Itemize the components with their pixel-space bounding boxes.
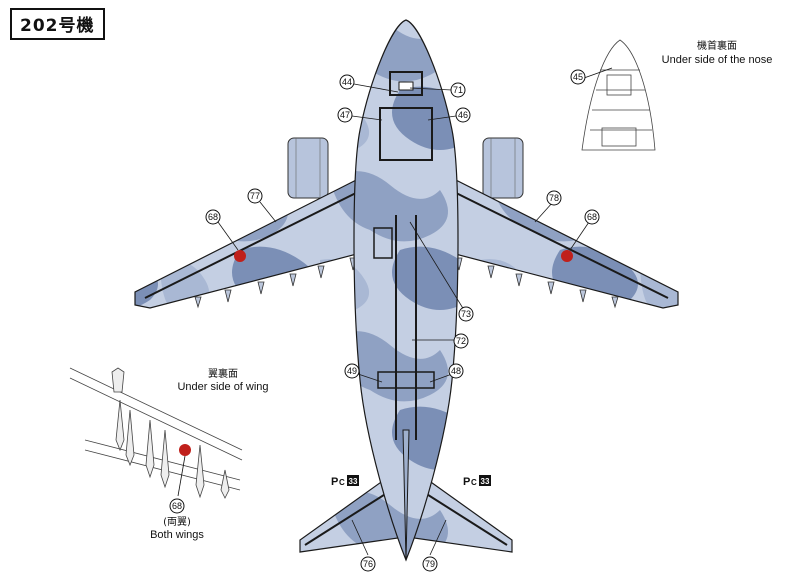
svg-text:79: 79 bbox=[425, 559, 435, 569]
callout-79: 79 bbox=[422, 556, 438, 572]
callout-48: 48 bbox=[448, 363, 464, 379]
engine-right-outer bbox=[482, 137, 524, 199]
nose-inset-title-jp: 機首裏面 bbox=[697, 41, 737, 52]
nose-inset-title-en: Under side of the nose bbox=[661, 54, 773, 66]
callout-49: 49 bbox=[344, 363, 360, 379]
svg-text:46: 46 bbox=[458, 110, 468, 120]
svg-text:72: 72 bbox=[456, 336, 466, 346]
nose-inset-sketch bbox=[581, 39, 656, 151]
callout-76: 76 bbox=[360, 556, 376, 572]
callout-77: 77 bbox=[247, 188, 263, 204]
aircraft-number-title: 202号機 bbox=[10, 8, 105, 40]
svg-text:68: 68 bbox=[172, 501, 182, 511]
callout-78: 78 bbox=[546, 190, 562, 206]
both-wings-en: Both wings bbox=[150, 529, 204, 541]
svg-text:71: 71 bbox=[453, 85, 463, 95]
svg-text:49: 49 bbox=[347, 366, 357, 376]
svg-text:68: 68 bbox=[587, 212, 597, 222]
callout-46: 46 bbox=[455, 107, 471, 123]
roundel-right bbox=[561, 250, 573, 262]
svg-text:47: 47 bbox=[340, 110, 350, 120]
svg-text:78: 78 bbox=[549, 193, 559, 203]
both-wings-jp: (両翼) bbox=[163, 517, 191, 528]
callout-47: 47 bbox=[337, 107, 353, 123]
wing-inset-sketch bbox=[69, 367, 243, 499]
callout-68-wing: 68 bbox=[169, 498, 185, 514]
svg-text:33: 33 bbox=[481, 477, 490, 486]
svg-text:76: 76 bbox=[363, 559, 373, 569]
callout-68-left: 68 bbox=[205, 209, 221, 225]
svg-text:33: 33 bbox=[349, 477, 358, 486]
callout-44: 44 bbox=[339, 74, 355, 90]
callout-72: 72 bbox=[453, 333, 469, 349]
svg-text:P: P bbox=[331, 476, 338, 488]
svg-text:73: 73 bbox=[461, 309, 471, 319]
callout-73: 73 bbox=[458, 306, 474, 322]
callout-45: 45 bbox=[570, 69, 586, 85]
roundel-wing-inset bbox=[179, 444, 191, 456]
callout-68-right: 68 bbox=[584, 209, 600, 225]
svg-text:48: 48 bbox=[451, 366, 461, 376]
paint-code-left: P C 33 bbox=[331, 475, 359, 488]
engine-left-outer bbox=[287, 137, 329, 199]
svg-text:P: P bbox=[463, 476, 470, 488]
wing-inset-title-jp: 翼裏面 bbox=[208, 369, 238, 380]
svg-text:68: 68 bbox=[208, 212, 218, 222]
svg-text:C: C bbox=[339, 478, 345, 487]
wing-inset-title-en: Under side of wing bbox=[177, 381, 269, 393]
paint-code-right: P C 33 bbox=[463, 475, 491, 488]
svg-text:44: 44 bbox=[342, 77, 352, 87]
roundel-left bbox=[234, 250, 246, 262]
callout-71: 71 bbox=[450, 82, 466, 98]
svg-text:C: C bbox=[471, 478, 477, 487]
svg-text:77: 77 bbox=[250, 191, 260, 201]
svg-text:45: 45 bbox=[573, 72, 583, 82]
